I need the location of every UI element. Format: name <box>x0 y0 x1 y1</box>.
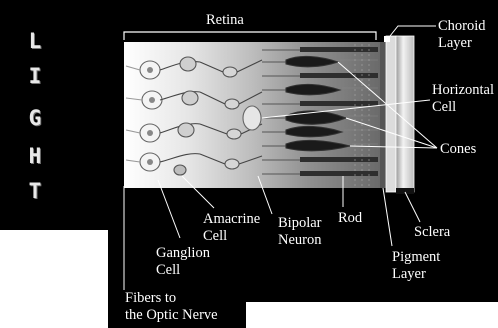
label-amacrine-line2: Cell <box>203 228 260 245</box>
label-pigment-line2: Layer <box>392 266 440 283</box>
label-bipolar-neuron: Bipolar Neuron <box>278 215 322 249</box>
sclera-band <box>396 36 414 192</box>
label-horizontal-line1: Horizontal <box>432 82 494 99</box>
label-horizontal-line2: Cell <box>432 99 494 116</box>
pigment-layer <box>380 42 386 188</box>
light-letter-i: I <box>24 65 46 87</box>
label-amacrine-line1: Amacrine <box>203 211 260 228</box>
label-fibers-line1: Fibers to <box>125 290 218 307</box>
label-cones: Cones <box>440 141 476 158</box>
label-retina: Retina <box>206 12 244 29</box>
label-fibers-line2: the Optic Nerve <box>125 307 218 324</box>
label-pigment-layer: Pigment Layer <box>392 249 440 283</box>
label-ganglion-line1: Ganglion <box>156 245 210 262</box>
label-bipolar-line1: Bipolar <box>278 215 322 232</box>
label-choroid-line1: Choroid <box>438 18 486 35</box>
label-bipolar-line2: Neuron <box>278 232 322 249</box>
label-horizontal-cell: Horizontal Cell <box>432 82 494 116</box>
label-fibers-optic-nerve: Fibers to the Optic Nerve <box>125 290 218 324</box>
horizontal-cell <box>243 106 261 130</box>
label-amacrine-cell: Amacrine Cell <box>203 211 260 245</box>
label-choroid-layer: Choroid Layer <box>438 18 486 52</box>
light-letter-h: H <box>24 145 46 167</box>
choroid-band <box>386 36 396 192</box>
label-ganglion-line2: Cell <box>156 262 210 279</box>
label-ganglion-cell: Ganglion Cell <box>156 245 210 279</box>
light-letter-g: G <box>24 107 46 129</box>
label-sclera: Sclera <box>414 224 450 241</box>
light-letter-l: L <box>24 30 46 52</box>
label-rod: Rod <box>338 210 362 227</box>
light-letter-t: T <box>24 180 46 202</box>
label-pigment-line1: Pigment <box>392 249 440 266</box>
label-choroid-line2: Layer <box>438 35 486 52</box>
